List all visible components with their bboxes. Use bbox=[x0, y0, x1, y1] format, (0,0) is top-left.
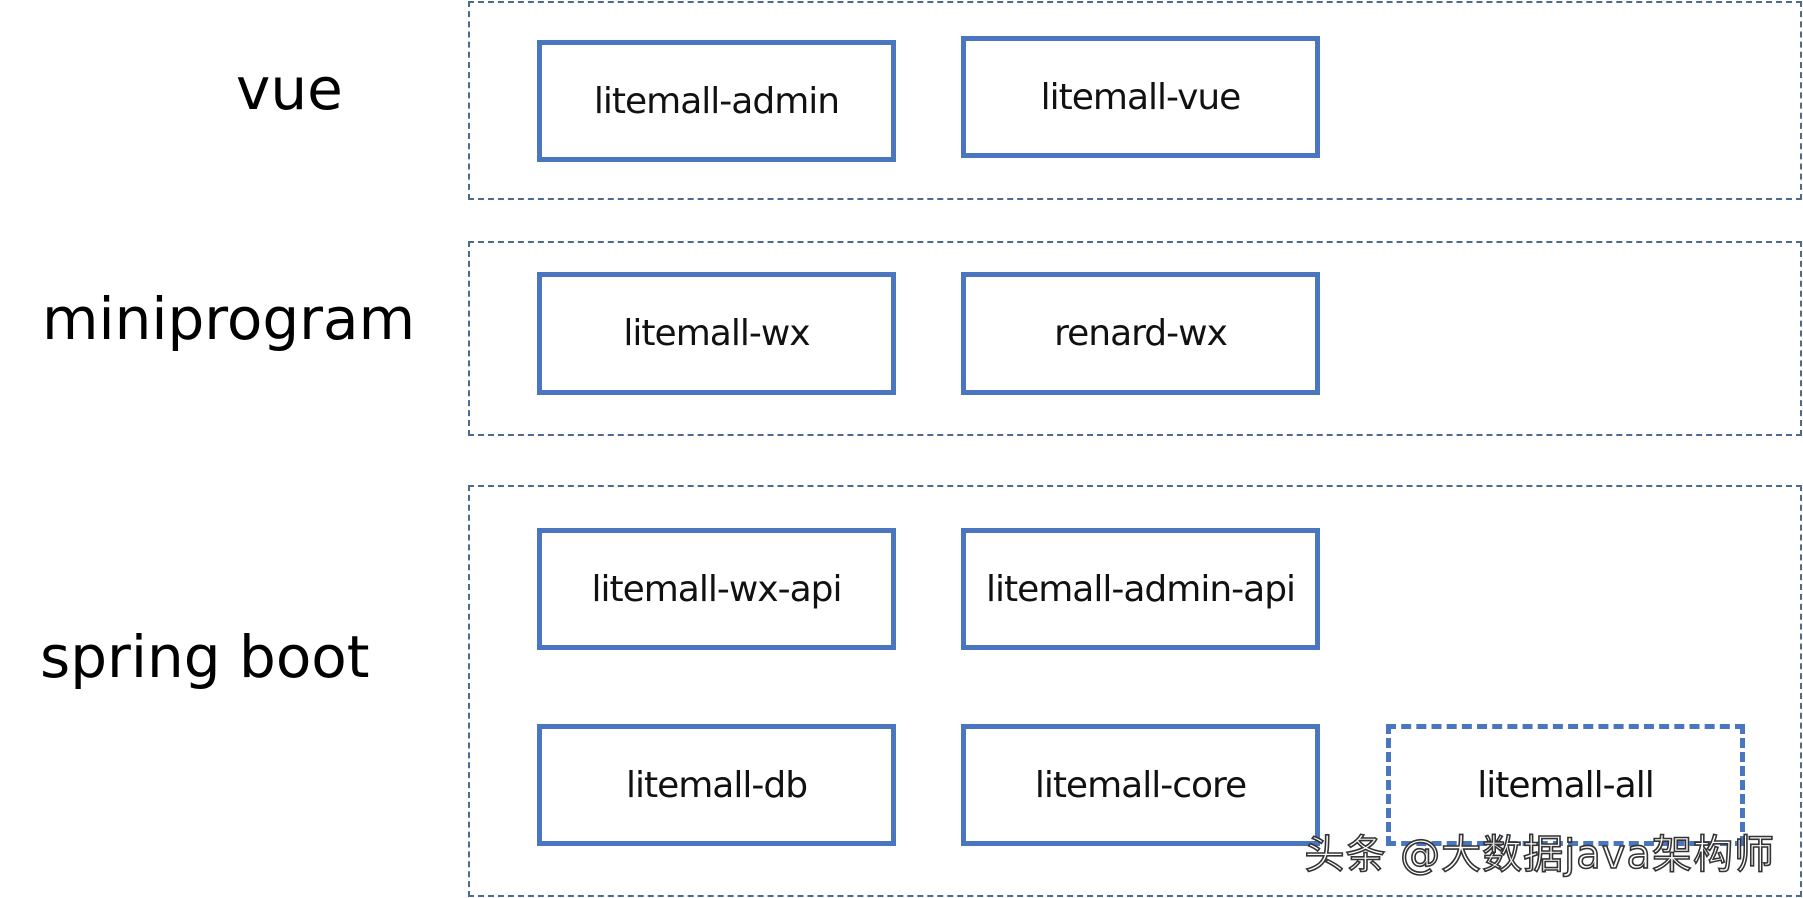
module-litemall-wx-api: litemall-wx-api bbox=[537, 528, 896, 650]
module-litemall-admin: litemall-admin bbox=[537, 40, 896, 162]
module-litemall-admin-api: litemall-admin-api bbox=[961, 528, 1320, 650]
layer-label-vue: vue bbox=[236, 55, 343, 123]
module-litemall-core: litemall-core bbox=[961, 724, 1320, 846]
module-litemall-vue: litemall-vue bbox=[961, 36, 1320, 158]
module-litemall-all: litemall-all bbox=[1386, 724, 1745, 846]
module-litemall-wx: litemall-wx bbox=[537, 272, 896, 395]
module-litemall-db: litemall-db bbox=[537, 724, 896, 846]
module-renard-wx: renard-wx bbox=[961, 272, 1320, 395]
layer-label-miniprogram: miniprogram bbox=[42, 285, 416, 353]
layer-container-miniprogram bbox=[468, 241, 1802, 436]
layer-container-spring-boot bbox=[468, 485, 1802, 897]
layer-container-vue bbox=[468, 1, 1802, 200]
watermark: 头条 @大数据java架构师 bbox=[1304, 831, 1775, 879]
layer-label-spring-boot: spring boot bbox=[40, 623, 370, 691]
